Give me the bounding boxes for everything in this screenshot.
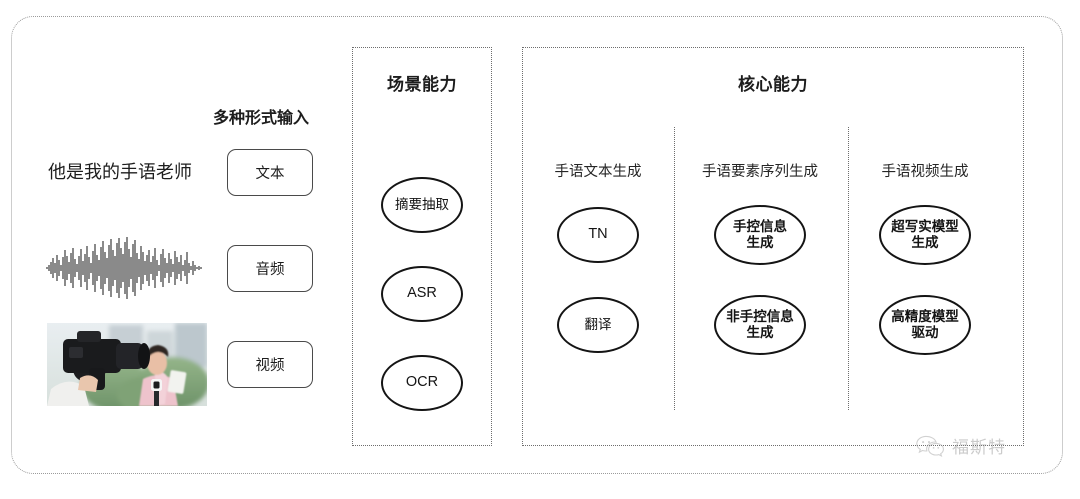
video-thumbnail-image bbox=[47, 323, 207, 406]
core-column-label-sign-video-generation: 手语视频生成 bbox=[881, 164, 969, 180]
wechat-icon bbox=[916, 435, 944, 457]
sample-sentence-text: 他是我的手语老师 bbox=[48, 162, 192, 182]
core-capability-panel: 核心能力 bbox=[522, 47, 1024, 446]
node-summary-extraction[interactable]: 摘要抽取 bbox=[381, 177, 463, 233]
core-column-divider-2 bbox=[848, 127, 849, 410]
input-chip-video[interactable]: 视频 bbox=[227, 341, 313, 388]
core-panel-title: 核心能力 bbox=[738, 75, 808, 94]
core-column-label-sign-text-generation: 手语文本生成 bbox=[554, 164, 642, 180]
input-chip-text[interactable]: 文本 bbox=[227, 149, 313, 196]
node-manual-signal-generation[interactable]: 手控信息 生成 bbox=[714, 205, 806, 265]
outer-dotted-frame bbox=[11, 16, 1063, 474]
input-chip-audio[interactable]: 音频 bbox=[227, 245, 313, 292]
node-high-precision-model-driving[interactable]: 高精度模型 驱动 bbox=[879, 295, 971, 355]
scene-panel-title: 场景能力 bbox=[387, 75, 457, 94]
audio-waveform-icon bbox=[46, 237, 202, 299]
multi-input-header: 多种形式输入 bbox=[213, 110, 310, 127]
node-photorealistic-model-generation[interactable]: 超写实模型 生成 bbox=[879, 205, 971, 265]
watermark: 福斯特 bbox=[915, 433, 1006, 458]
watermark-text: 福斯特 bbox=[952, 438, 1006, 457]
core-column-label-sign-element-sequence-generation: 手语要素序列生成 bbox=[702, 164, 818, 180]
core-column-divider-1 bbox=[674, 127, 675, 410]
node-ocr[interactable]: OCR bbox=[381, 355, 463, 411]
node-asr[interactable]: ASR bbox=[381, 266, 463, 322]
node-tn[interactable]: TN bbox=[557, 207, 639, 263]
node-non-manual-signal-generation[interactable]: 非手控信息 生成 bbox=[714, 295, 806, 355]
node-translation[interactable]: 翻译 bbox=[557, 297, 639, 353]
